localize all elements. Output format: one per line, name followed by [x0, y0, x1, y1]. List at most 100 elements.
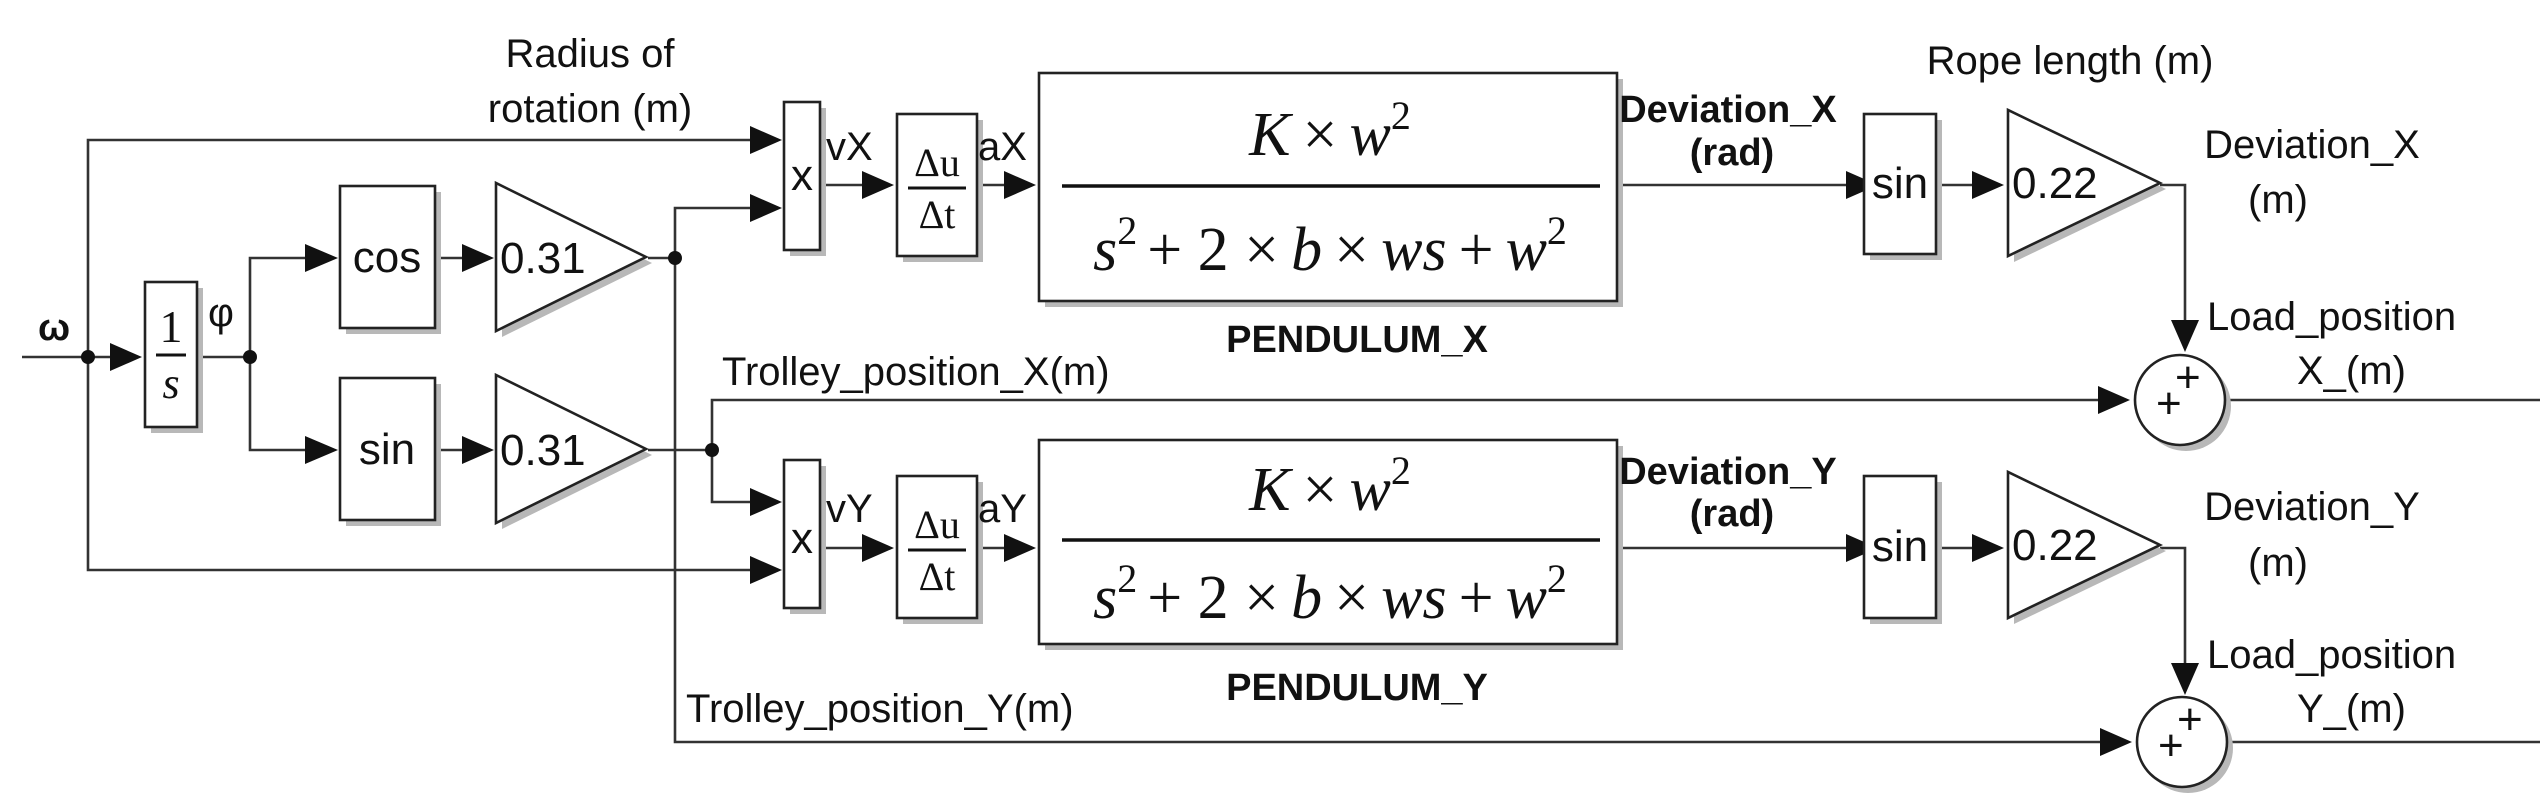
- pendulum-x-transfer-function[interactable]: K×w2 s2+ 2 ×b×ws+w2: [1037, 71, 1623, 307]
- omega-label: ω: [38, 307, 70, 349]
- arrowhead: [2171, 320, 2199, 352]
- arrowhead: [750, 194, 782, 222]
- gain-radius-cos[interactable]: 0.31: [494, 180, 652, 337]
- derivative-y-block[interactable]: Δu Δt: [895, 474, 983, 624]
- arrowhead: [110, 343, 142, 371]
- arrowhead: [1004, 534, 1036, 562]
- pendulum-y-label: PENDULUM_Y: [1226, 667, 1488, 709]
- deviation-x-m-label: (m): [2248, 178, 2308, 222]
- junction-dot: [705, 443, 719, 457]
- deviation-y-rad-label: Deviation_Y: [1619, 451, 1837, 493]
- arrowhead: [862, 171, 894, 199]
- sum-sign: +: [2175, 353, 2201, 402]
- radius-label: rotation (m): [488, 87, 693, 131]
- junction-dot: [243, 350, 257, 364]
- gain-value: 0.31: [500, 426, 586, 475]
- sum-sign: +: [2158, 721, 2184, 770]
- tf-denominator: s2+ 2 ×b×ws+w2: [1093, 556, 1567, 632]
- arrowhead: [2100, 728, 2132, 756]
- sin-label: sin: [1872, 522, 1928, 571]
- tf-denominator: s2+ 2 ×b×ws+w2: [1093, 208, 1567, 284]
- gain-radius-sin[interactable]: 0.31: [494, 372, 652, 529]
- wire-phi-to-sin: [248, 357, 305, 452]
- derivative-denominator: Δt: [919, 554, 956, 599]
- sin-deviation-x-block[interactable]: sin: [1862, 112, 1942, 260]
- load-position-x-label: X_(m): [2297, 349, 2406, 393]
- gain-value: 0.31: [500, 234, 586, 283]
- sin-label: sin: [1872, 159, 1928, 208]
- integrator-denominator: s: [162, 359, 179, 408]
- wire-to-product-x-b: [673, 206, 750, 258]
- deviation-y-rad-label: (rad): [1690, 493, 1774, 535]
- pendulum-y-transfer-function[interactable]: K×w2 s2+ 2 ×b×ws+w2: [1037, 438, 1623, 650]
- sin-phi-block[interactable]: sin: [338, 376, 441, 526]
- wire-omega-to-product-y: [86, 357, 750, 572]
- wire-dev-y-m: [2160, 546, 2187, 665]
- junction-dots: [81, 251, 719, 457]
- sum-y-block[interactable]: + +: [2135, 695, 2233, 793]
- signal-wires: [22, 138, 2540, 744]
- deviation-y-m-label: Deviation_Y: [2204, 485, 2420, 529]
- arrowhead: [462, 436, 494, 464]
- wire-trolley-y: [673, 258, 2100, 744]
- arrowhead: [862, 534, 894, 562]
- arrowhead: [1004, 171, 1036, 199]
- derivative-numerator: Δu: [914, 140, 960, 185]
- product-y-block[interactable]: x: [782, 458, 826, 614]
- arrowhead: [305, 436, 338, 464]
- cos-block[interactable]: cos: [338, 184, 441, 334]
- arrowhead: [1846, 171, 1878, 199]
- trolley-position-x-label: Trolley_position_X(m): [722, 350, 1110, 394]
- arrowheads: [110, 126, 2199, 756]
- arrowhead: [750, 556, 782, 584]
- gain-value: 0.22: [2012, 521, 2098, 570]
- sin-deviation-y-block[interactable]: sin: [1862, 474, 1942, 624]
- wire-omega-to-product-x: [86, 138, 750, 357]
- pendulum-x-label: PENDULUM_X: [1226, 319, 1488, 361]
- sin-label: sin: [359, 425, 415, 474]
- product-label: x: [791, 514, 813, 563]
- sum-sign: +: [2156, 379, 2182, 428]
- derivative-denominator: Δt: [919, 192, 956, 237]
- tf-numerator: K×w2: [1248, 93, 1411, 169]
- wire-to-product-y-b: [710, 450, 750, 504]
- rope-length-label: Rope length (m): [1927, 39, 2214, 83]
- arrowhead: [2171, 663, 2199, 695]
- deviation-x-rad-label: Deviation_X: [1619, 89, 1837, 131]
- load-position-x-label: Load_position: [2207, 295, 2456, 339]
- signal-labels: ω φ vX aX vY aY: [38, 125, 1027, 531]
- arrowhead: [1972, 534, 2004, 562]
- vy-label: vY: [826, 487, 873, 531]
- phi-label: φ: [208, 291, 234, 335]
- wire-trolley-x: [710, 398, 2098, 450]
- arrowhead: [1846, 534, 1878, 562]
- arrowhead: [462, 244, 494, 272]
- wire-phi-to-cos: [248, 256, 305, 357]
- wire-dev-x-m: [2160, 183, 2187, 322]
- integrator-block[interactable]: 1 s: [143, 280, 203, 433]
- product-label: x: [791, 151, 813, 200]
- radius-label: Radius of: [506, 32, 676, 76]
- trolley-position-y-label: Trolley_position_Y(m): [686, 687, 1074, 731]
- gain-rope-y[interactable]: 0.22: [2006, 469, 2166, 624]
- vx-label: vX: [826, 125, 873, 169]
- arrowhead: [750, 126, 782, 154]
- sum-x-block[interactable]: + +: [2133, 353, 2231, 451]
- junction-dot: [81, 350, 95, 364]
- derivative-x-block[interactable]: Δu Δt: [895, 112, 983, 262]
- load-position-y-label: Load_position: [2207, 633, 2456, 677]
- junction-dot: [668, 251, 682, 265]
- gain-value: 0.22: [2012, 159, 2098, 208]
- gain-rope-x[interactable]: 0.22: [2006, 107, 2166, 262]
- arrowhead: [750, 488, 782, 516]
- cos-label: cos: [353, 233, 421, 282]
- deviation-x-m-label: Deviation_X: [2204, 123, 2420, 167]
- annotation-labels: Radius of rotation (m) Rope length (m) D…: [488, 32, 2456, 731]
- tf-numerator: K×w2: [1248, 448, 1411, 524]
- derivative-numerator: Δu: [914, 502, 960, 547]
- sum-sign: +: [2177, 695, 2203, 744]
- deviation-x-rad-label: (rad): [1690, 132, 1774, 174]
- arrowhead: [1972, 171, 2004, 199]
- product-x-block[interactable]: x: [782, 100, 826, 256]
